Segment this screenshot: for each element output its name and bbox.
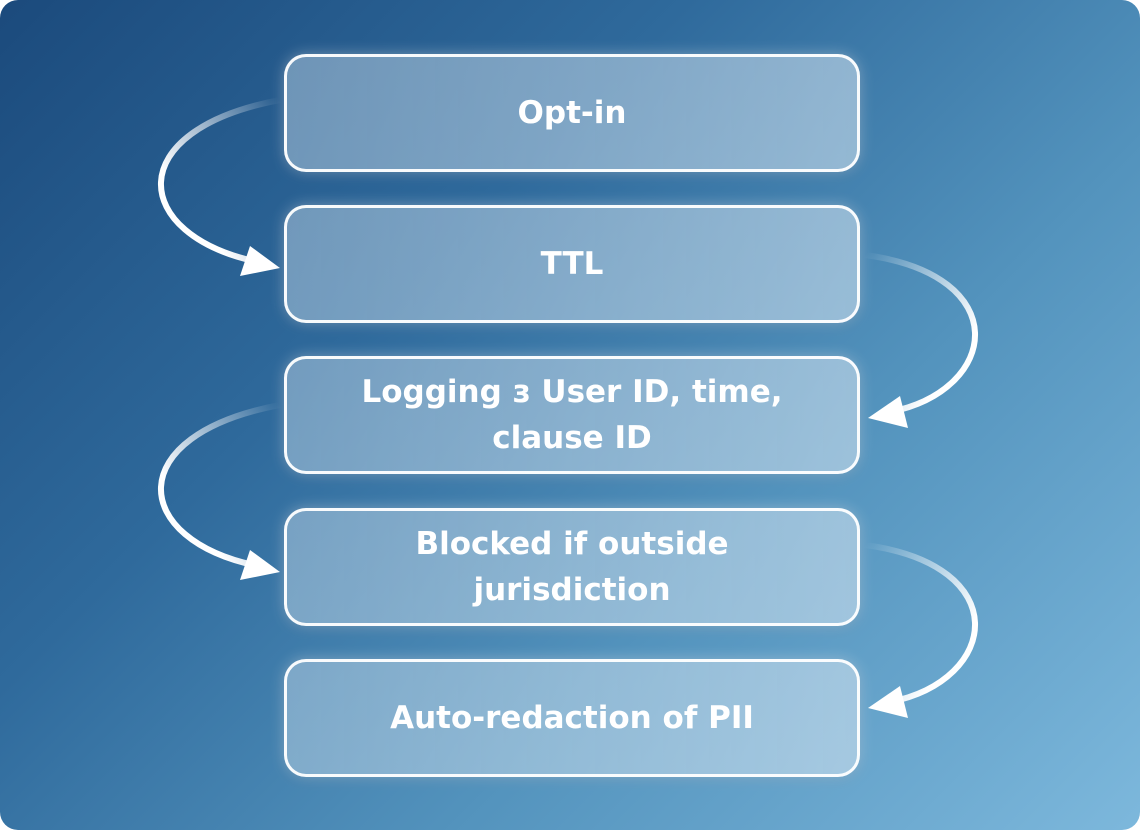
step-label: Opt-in	[517, 95, 627, 131]
step-box-auto-redaction: Auto-redaction of PII	[284, 659, 860, 777]
step-label: Auto-redaction of PII	[390, 700, 754, 736]
step-box-blocked: Blocked if outside jurisdiction	[284, 508, 860, 626]
connector-arrow-2	[862, 252, 978, 428]
connector-arrow-1	[158, 97, 283, 276]
step-box-opt-in: Opt-in	[284, 54, 860, 172]
step-label: Logging з User ID, time, clause ID	[361, 374, 783, 456]
step-box-ttl: TTL	[284, 205, 860, 323]
step-box-logging: Logging з User ID, time, clause ID	[284, 356, 860, 474]
step-label: Blocked if outside jurisdiction	[415, 526, 729, 608]
step-label: TTL	[540, 246, 604, 282]
connector-arrow-3	[158, 402, 283, 580]
connector-arrow-4	[862, 542, 978, 718]
